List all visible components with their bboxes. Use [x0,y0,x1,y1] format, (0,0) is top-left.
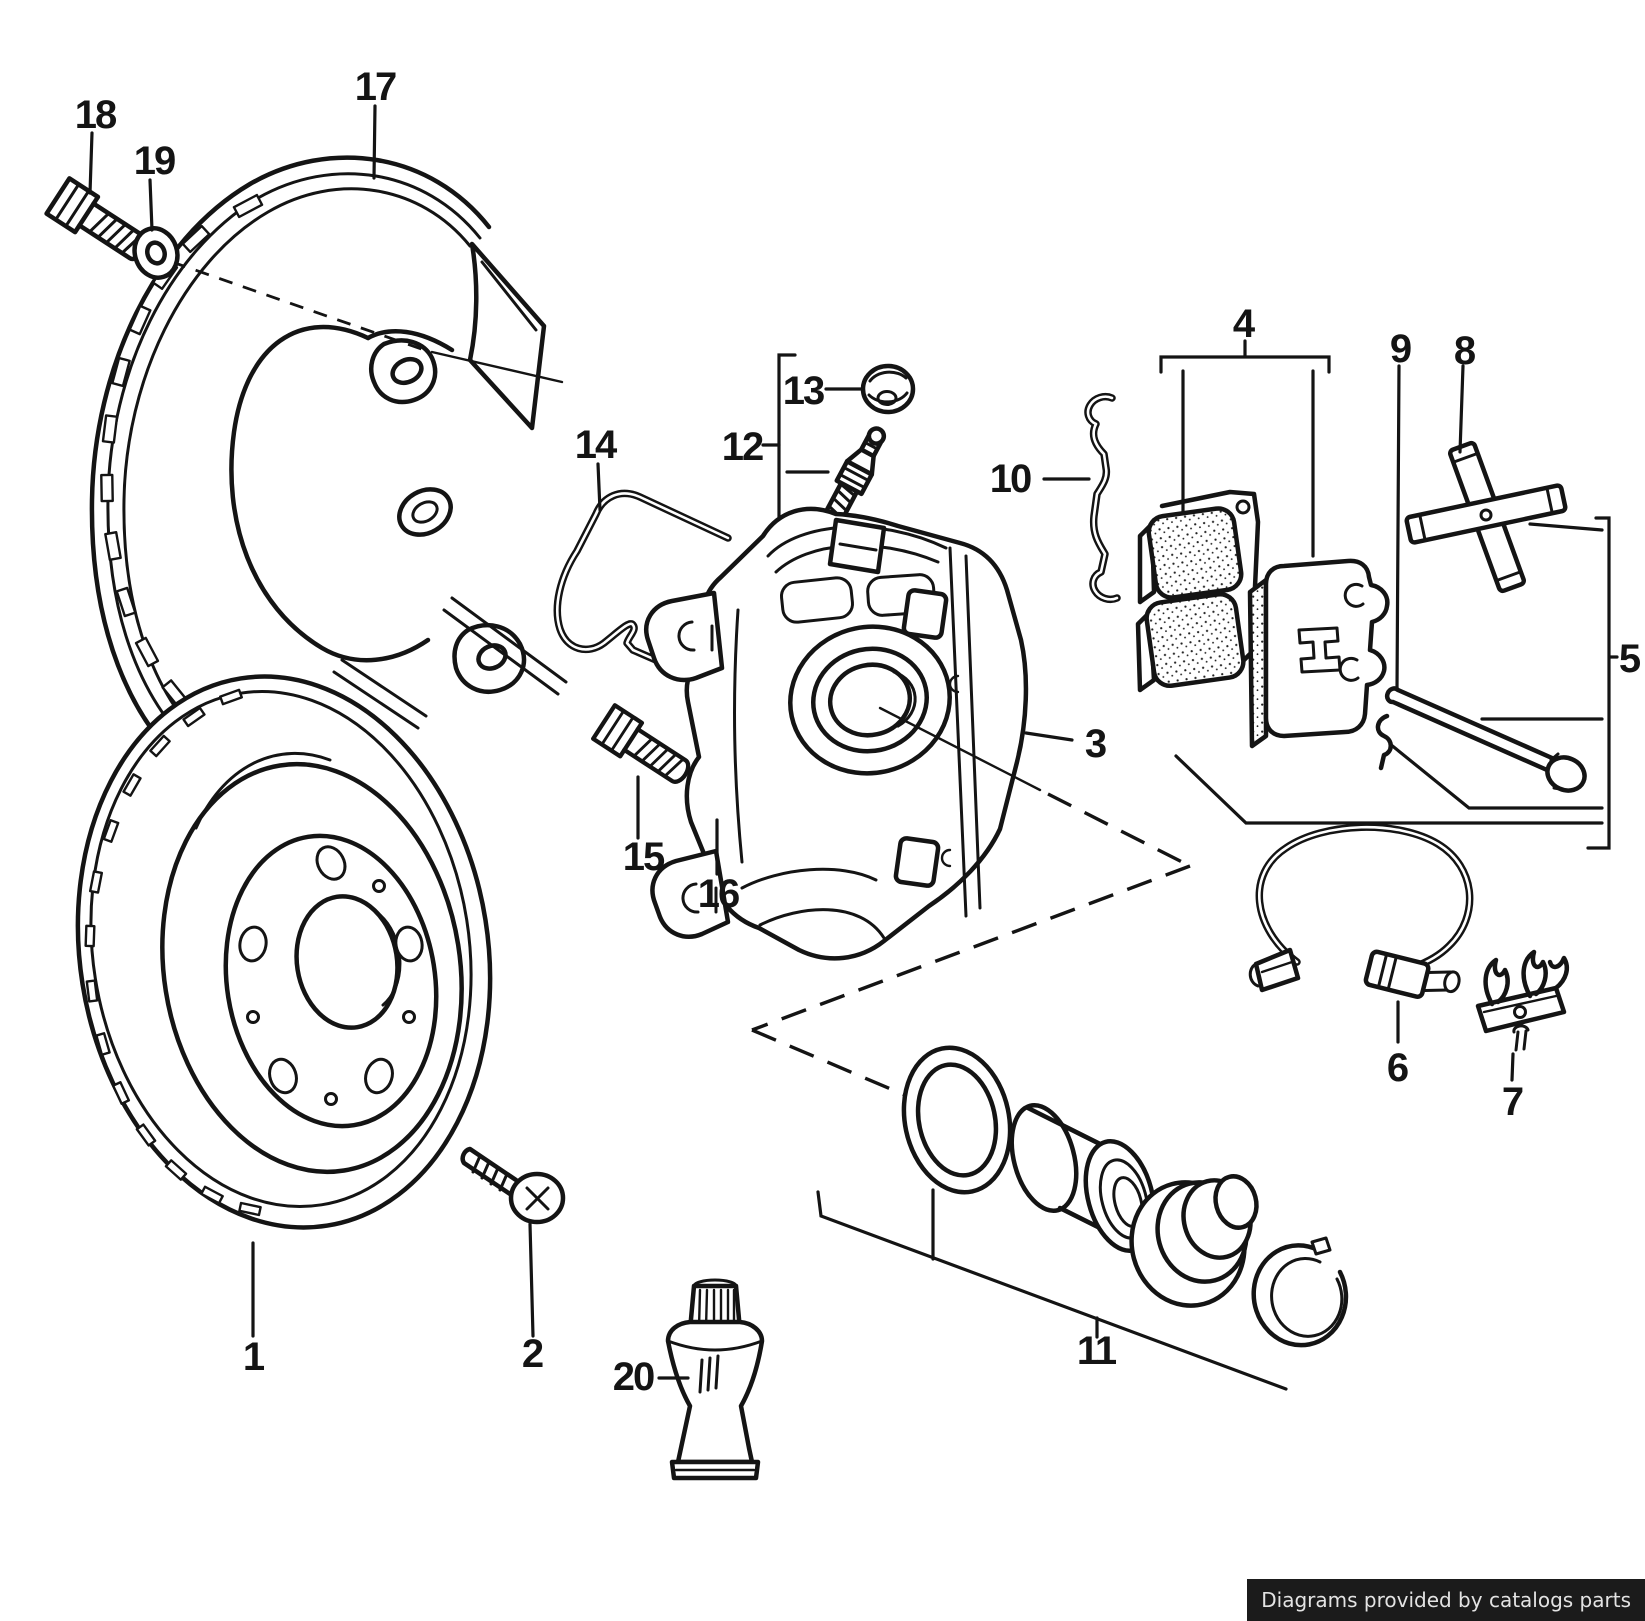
callout-20: 20 [613,1355,654,1399]
label-leaders [88,104,719,1338]
leader-8 [1458,364,1465,454]
callout-5: 5 [1619,637,1641,681]
callout-2: 2 [522,1332,543,1376]
piston-kit [816,1045,1349,1391]
callout-3: 3 [1085,722,1106,766]
retaining-spring [553,489,732,684]
callout-14: 14 [575,423,618,467]
caliper [644,506,1029,961]
brake-disc [75,674,493,1230]
bleeder-cap [860,363,916,415]
disc-vent-slots [84,688,262,1217]
retaining-pin [1384,686,1587,793]
callout-19: 19 [134,139,175,183]
callout-16: 16 [698,872,739,916]
callout-10: 10 [990,457,1031,501]
provider-badge: Diagrams provided by catalogs parts [1247,1579,1645,1621]
outer-pad [1135,489,1261,693]
leader-3 [1024,731,1074,742]
hose-clip [1475,949,1569,1052]
bracket-11 [816,1188,1288,1391]
wear-sensor-wire [1084,392,1121,604]
callout-4: 4 [1233,302,1256,346]
cross-spring [1404,440,1568,594]
brake-pads [1135,339,1390,749]
hose-connector [1363,949,1461,999]
leader-18-19-solid [430,350,564,384]
callout-11: 11 [1077,1329,1117,1373]
bolt-15 [593,705,696,791]
callout-6: 6 [1387,1046,1408,1090]
callout-12: 12 [722,425,763,469]
bracket-4 [1159,339,1331,374]
callout-15: 15 [623,835,665,879]
pad-wear-mark [1297,626,1342,674]
callout-7: 7 [1502,1080,1523,1124]
grease-tube [665,1278,765,1481]
leader-18-19-dashed [171,260,431,354]
callout-13: 13 [783,369,824,413]
callout-9: 9 [1390,327,1411,371]
knuckle-arm [332,487,568,730]
callout-18: 18 [75,93,117,137]
callout-8: 8 [1454,329,1476,373]
callout-17: 17 [355,65,396,109]
tube-mark [698,1354,720,1394]
callout-1: 1 [243,1335,265,1379]
leader-9 [1395,364,1401,692]
bracket-5 [1174,516,1619,850]
disc-screw [460,1146,566,1225]
leader-7 [1510,1052,1515,1082]
brake-hose [1248,823,1474,999]
cotter-pin [1375,713,1393,771]
callout-labels: 1 2 3 4 5 6 7 8 9 10 11 12 13 14 15 16 1… [75,65,1643,1399]
piston-boot [1129,1174,1259,1308]
disc-lug-holes [238,845,424,1106]
piston-seal [901,1045,1013,1195]
provider-badge-text: Diagrams provided by catalogs parts [1261,1588,1631,1612]
inner-pad [1247,558,1390,749]
snap-ring [1251,1236,1349,1348]
